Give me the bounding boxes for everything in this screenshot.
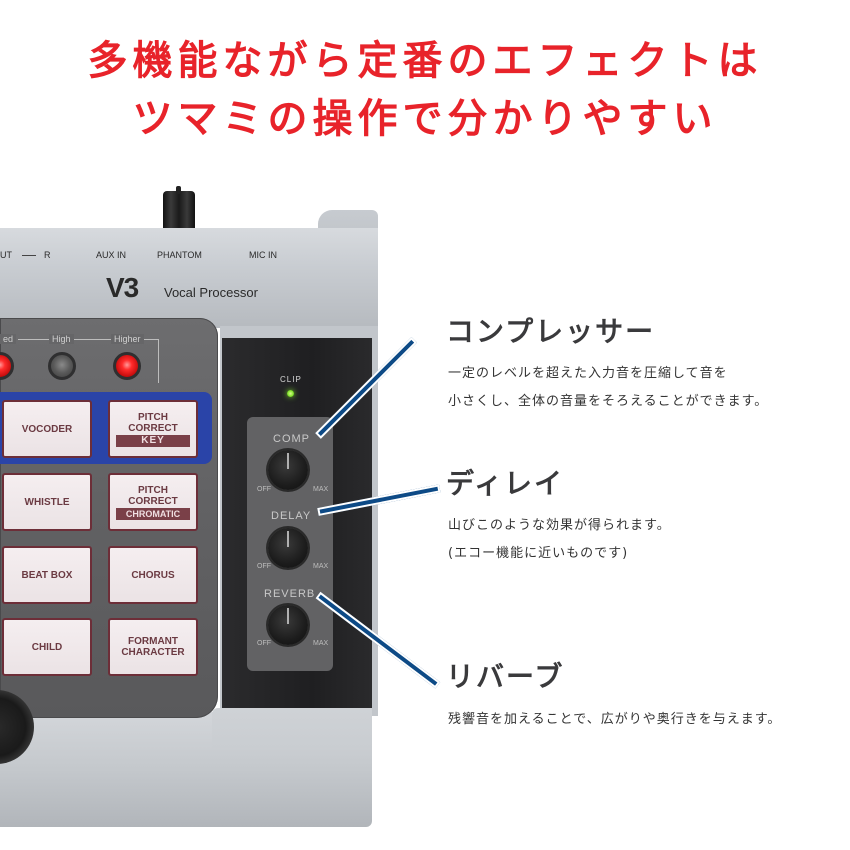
pad-chorus[interactable]: CHORUS xyxy=(108,546,198,604)
port-divider xyxy=(22,255,36,256)
mode-label-high: High xyxy=(49,334,74,344)
comp-label: COMP xyxy=(273,433,310,445)
reverb-knob[interactable] xyxy=(268,605,308,645)
comp-min-label: OFF xyxy=(257,486,271,493)
pad-label: CHORUS xyxy=(131,569,175,581)
callout-title-delay: ディレイ xyxy=(446,467,565,500)
delay-min-label: OFF xyxy=(257,563,271,570)
pad-child[interactable]: CHILD xyxy=(2,618,92,676)
pad-whistle[interactable]: WHISTLE xyxy=(2,473,92,531)
port-label-r: R xyxy=(44,250,51,260)
reverb-max-label: MAX xyxy=(313,640,329,647)
headline-line-1: 多機能ながら定番のエフェクトは xyxy=(87,38,763,84)
port-label-aux-in: AUX IN xyxy=(96,250,127,260)
delay-max-label: MAX xyxy=(313,563,329,570)
pad-label: VOCODER xyxy=(21,423,73,435)
callout-text-delay: 山びこのような効果が得られます。 (エコー機能に近いものです) xyxy=(448,512,671,568)
delay-knob[interactable] xyxy=(268,528,308,568)
comp-knob[interactable] xyxy=(268,450,308,490)
reverb-min-label: OFF xyxy=(257,640,271,647)
clip-label: CLIP xyxy=(280,375,302,384)
callout-title-reverb: リバーブ xyxy=(446,660,565,693)
mode-label-ed: ed xyxy=(0,334,17,344)
pad-tag: KEY xyxy=(116,434,190,447)
mode-led-higher[interactable] xyxy=(113,352,141,380)
mode-divider-line xyxy=(18,339,158,340)
model-logo: V3 xyxy=(106,272,139,303)
port-label-mic-in: MIC IN xyxy=(249,250,277,260)
port-label-out: UT xyxy=(0,250,12,260)
callout-text-line: (エコー機能に近いものです) xyxy=(448,546,629,561)
callout-text-line: 一定のレベルを超えた入力音を圧縮して音を xyxy=(448,366,728,381)
top-volume-knob xyxy=(163,186,195,231)
headline-line-2: ツマミの操作で分かりやすい xyxy=(132,96,718,142)
comp-max-label: MAX xyxy=(313,486,329,493)
chassis-top xyxy=(0,228,378,328)
model-subtitle: Vocal Processor xyxy=(164,285,258,300)
clip-led xyxy=(287,390,294,397)
callout-text-reverb: 残響音を加えることで、広がりや奥行きを与えます。 xyxy=(448,706,781,734)
mode-label-higher: Higher xyxy=(111,334,144,344)
mode-bracket xyxy=(155,339,159,383)
mode-led-high[interactable] xyxy=(48,352,76,380)
callout-title-compressor: コンプレッサー xyxy=(446,315,656,348)
callout-text-line: 残響音を加えることで、広がりや奥行きを与えます。 xyxy=(448,712,782,727)
callout-text-line: 山びこのような効果が得られます。 xyxy=(448,518,671,533)
pad-beat-box[interactable]: BEAT BOX xyxy=(2,546,92,604)
reverb-label: REVERB xyxy=(264,588,316,600)
pad-label: BEAT BOX xyxy=(21,569,73,581)
callout-text-line: 小さくし、全体の音量をそろえることができます。 xyxy=(448,394,769,409)
delay-label: DELAY xyxy=(271,510,312,522)
pad-vocoder[interactable]: VOCODER xyxy=(2,400,92,458)
pad-label: CHILD xyxy=(31,641,63,653)
callout-text-compressor: 一定のレベルを超えた入力音を圧縮して音を 小さくし、全体の音量をそろえることがで… xyxy=(448,360,768,416)
port-label-phantom: PHANTOM xyxy=(157,250,202,260)
chassis-bottom-step xyxy=(212,708,372,748)
pad-tag: CHROMATIC xyxy=(116,507,190,520)
pad-label: WHISTLE xyxy=(24,496,70,508)
